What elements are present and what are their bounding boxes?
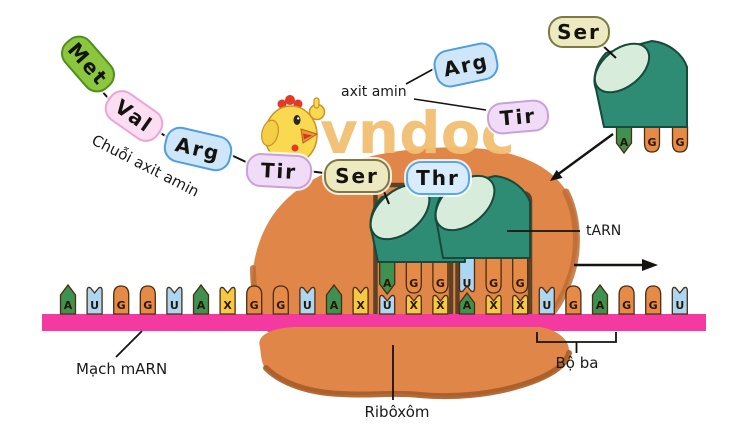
mrna-nucleotide-letter: U <box>383 299 392 312</box>
mrna-nucleotide-letter: U <box>675 299 684 312</box>
ribosome-label: Ribôxôm <box>364 403 430 421</box>
mrna-nucleotide <box>591 283 609 315</box>
mrna-nucleotide-letter: U <box>90 299 99 312</box>
mrna-nucleotide <box>246 285 263 315</box>
pointer-aminoacid-arg <box>405 66 438 85</box>
mrna-nucleotide <box>59 283 77 315</box>
mrna-nucleotide <box>219 286 236 315</box>
movement-arrow <box>574 259 658 271</box>
incoming-amino-acid-ser: Ser <box>548 16 610 48</box>
mrna-nucleotide-letter: A <box>64 299 73 312</box>
mrna-nucleotide-letter: A <box>596 299 605 312</box>
mrna-nucleotide-letter: A <box>330 299 339 312</box>
incoming-arrow <box>550 133 614 181</box>
watermark-brand: vndoc <box>320 99 515 167</box>
mrna-nucleotide <box>671 286 688 315</box>
triplet-label: Bộ ba <box>555 354 599 372</box>
incoming-anticodon-letter: A <box>620 136 629 149</box>
mrna-nucleotide-letter: G <box>569 299 578 312</box>
mrna-nucleotide-letter: G <box>143 299 152 312</box>
incoming-anticodon <box>671 126 689 153</box>
mrna-label: Mạch mARN <box>76 360 168 378</box>
a-site-anticodon-letter: G <box>489 277 498 290</box>
pointer-aminoacid-tir <box>413 98 487 111</box>
mrna-nucleotide <box>538 286 555 315</box>
mrna-nucleotide-letter: A <box>463 299 472 312</box>
mrna-nucleotide-letter: A <box>197 299 206 312</box>
incoming-anticodon-letter: G <box>647 136 656 149</box>
mrna-nucleotide <box>565 285 582 315</box>
mrna-nucleotide-letter: U <box>303 299 312 312</box>
mrna-nucleotide <box>299 286 316 315</box>
bond-ser-incoming-trna <box>601 44 617 59</box>
pointer-mrna <box>115 330 143 358</box>
mrna-nucleotide-letter: X <box>516 299 525 312</box>
mrna-nucleotide <box>379 294 396 315</box>
triplet-bracket <box>536 332 617 353</box>
bond-arg-tir <box>228 153 247 163</box>
a-site-amino-acid-thr: Thr <box>406 161 470 195</box>
mrna-nucleotide-letter: X <box>356 299 365 312</box>
p-site-anticodon-letter: A <box>383 277 392 290</box>
incoming-anticodon-letter: G <box>675 136 684 149</box>
mrna-nucleotide <box>86 286 103 315</box>
mrna-nucleotide <box>166 286 183 315</box>
mrna-nucleotide <box>405 294 422 315</box>
mrna-nucleotide <box>618 285 635 315</box>
incoming-anticodon <box>643 126 661 153</box>
bond-ser-trna <box>382 188 390 205</box>
chain-amino-acid-tir: Tir <box>245 152 313 190</box>
amino-acid-label: axit amin <box>341 84 407 100</box>
mrna-nucleotide-letter: G <box>117 299 126 312</box>
a-site-anticodon <box>485 249 502 294</box>
mrna-nucleotide-letter: X <box>223 299 232 312</box>
mrna-nucleotide <box>113 285 130 315</box>
p-site-anticodon-letter: G <box>409 277 418 290</box>
mrna-nucleotide <box>272 285 289 315</box>
mrna-nucleotide-letter: U <box>542 299 551 312</box>
mrna-nucleotide <box>432 294 449 315</box>
mrna-nucleotide-letter: X <box>489 299 498 312</box>
ribosome-small-subunit <box>259 327 570 397</box>
tarn-label: tARN <box>586 223 622 239</box>
mrna-nucleotide-letter: G <box>622 299 631 312</box>
incoming-trna <box>593 40 688 128</box>
mrna-nucleotide-letter: U <box>170 299 179 312</box>
mrna-nucleotide <box>458 291 476 315</box>
mrna-nucleotide <box>645 285 662 315</box>
mrna-nucleotide-letter: G <box>250 299 259 312</box>
p-site-anticodon-letter: G <box>436 277 445 290</box>
ribosome-small-shade <box>263 350 572 400</box>
mrna-nucleotide-letter: G <box>276 299 285 312</box>
a-site-anticodon <box>512 249 529 294</box>
mrna-nucleotide-letter: G <box>649 299 658 312</box>
a-site-anticodon-letter: G <box>516 277 525 290</box>
chain-amino-acid-ser: Ser <box>324 159 390 193</box>
mrna-nucleotide <box>485 294 502 315</box>
a-site-anticodon-letter: U <box>463 277 472 290</box>
mrna-nucleotide-letter: X <box>436 299 445 312</box>
free-amino-acid-tir: Tir <box>485 98 551 136</box>
mrna-nucleotide <box>352 286 369 315</box>
mrna-nucleotide-letter: X <box>410 299 419 312</box>
mrna-strand <box>42 314 706 331</box>
mrna-nucleotide <box>325 283 343 315</box>
mrna-nucleotide <box>192 283 210 315</box>
mrna-nucleotide <box>139 285 156 315</box>
mrna-nucleotide <box>512 294 529 315</box>
chicken-mascot <box>261 95 326 174</box>
